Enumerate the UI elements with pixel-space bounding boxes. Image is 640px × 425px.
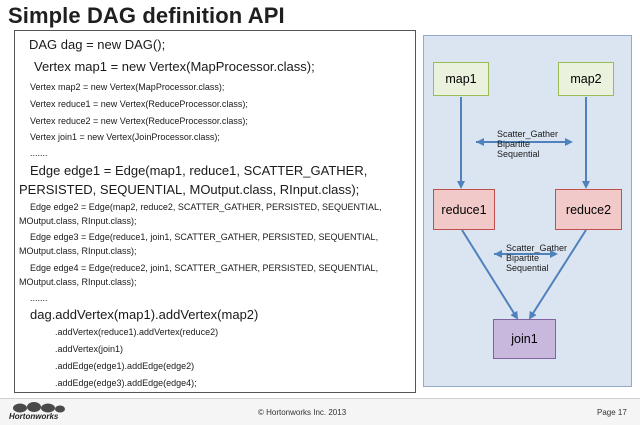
- code-line: Vertex join1 = new Vertex(JoinProcessor.…: [30, 132, 220, 142]
- bipartite-arrow-bottom-head-left: [494, 250, 502, 258]
- edge-reduce2-join1: [528, 229, 587, 320]
- vertex-join1[interactable]: join1: [493, 319, 556, 359]
- vertex-map2[interactable]: map2: [558, 62, 614, 96]
- hortonworks-logo-text: Hortonworks: [9, 412, 59, 421]
- code-line: Edge edge3 = Edge(reduce1, join1, SCATTE…: [30, 232, 379, 242]
- edge-label-line: Sequential: [506, 263, 549, 273]
- page-number: Page 17: [597, 408, 627, 417]
- hortonworks-elephants-icon: [13, 402, 65, 413]
- vertex-reduce2[interactable]: reduce2: [555, 189, 622, 230]
- code-line: Edge edge2 = Edge(map2, reduce2, SCATTER…: [30, 202, 382, 212]
- edge-label-line: Bipartite: [506, 253, 540, 263]
- copyright-text: © Hortonworks Inc. 2013: [258, 408, 347, 417]
- slide-title: Simple DAG definition API: [8, 3, 285, 28]
- code-line: Vertex map2 = new Vertex(MapProcessor.cl…: [30, 82, 225, 92]
- code-line: .addEdge(edge3).addEdge(edge4);: [55, 378, 197, 388]
- code-line: Edge edge1 = Edge(map1, reduce1, SCATTER…: [30, 163, 368, 178]
- code-line: .addVertex(reduce1).addVertex(reduce2): [55, 327, 219, 337]
- edge-label-bottom: Scatter_Gather Bipartite Sequential: [506, 243, 567, 273]
- vertex-map1[interactable]: map1: [433, 62, 489, 96]
- code-line: MOutput.class, RInput.class);: [19, 246, 137, 256]
- code-line: dag.addVertex(map1).addVertex(map2): [30, 307, 259, 322]
- code-line: Edge edge4 = Edge(reduce2, join1, SCATTE…: [30, 263, 379, 273]
- edge-label-top: Scatter_Gather Bipartite Sequential: [497, 129, 558, 159]
- edge-label-line: Bipartite: [497, 139, 531, 149]
- code-line: PERSISTED, SEQUENTIAL, MOutput.class, RI…: [19, 182, 360, 197]
- bipartite-arrow-top-head-left: [476, 138, 484, 146]
- code-line: .......: [30, 293, 48, 303]
- code-line: .addEdge(edge1).addEdge(edge2): [55, 361, 195, 371]
- edge-label-line: Scatter_Gather: [497, 129, 559, 139]
- footer-bar: [0, 398, 640, 425]
- vertex-reduce1[interactable]: reduce1: [433, 189, 495, 230]
- code-line: Vertex reduce1 = new Vertex(ReduceProces…: [30, 99, 248, 109]
- code-line: DAG dag = new DAG();: [29, 37, 166, 52]
- edge-reduce1-join1: [461, 229, 519, 320]
- edge-label-line: Scatter_Gather: [506, 243, 568, 253]
- code-line: Vertex map1 = new Vertex(MapProcessor.cl…: [34, 59, 315, 74]
- code-line: .......: [30, 148, 48, 158]
- code-line: MOutput.class, RInput.class);: [19, 216, 137, 226]
- code-line: .addVertex(join1): [55, 344, 124, 354]
- code-panel: DAG dag = new DAG(); Vertex map1 = new V…: [14, 30, 416, 393]
- code-line: MOutput.class, RInput.class);: [19, 277, 137, 287]
- edge-label-line: Sequential: [497, 149, 540, 159]
- code-line: Vertex reduce2 = new Vertex(ReduceProces…: [30, 116, 248, 126]
